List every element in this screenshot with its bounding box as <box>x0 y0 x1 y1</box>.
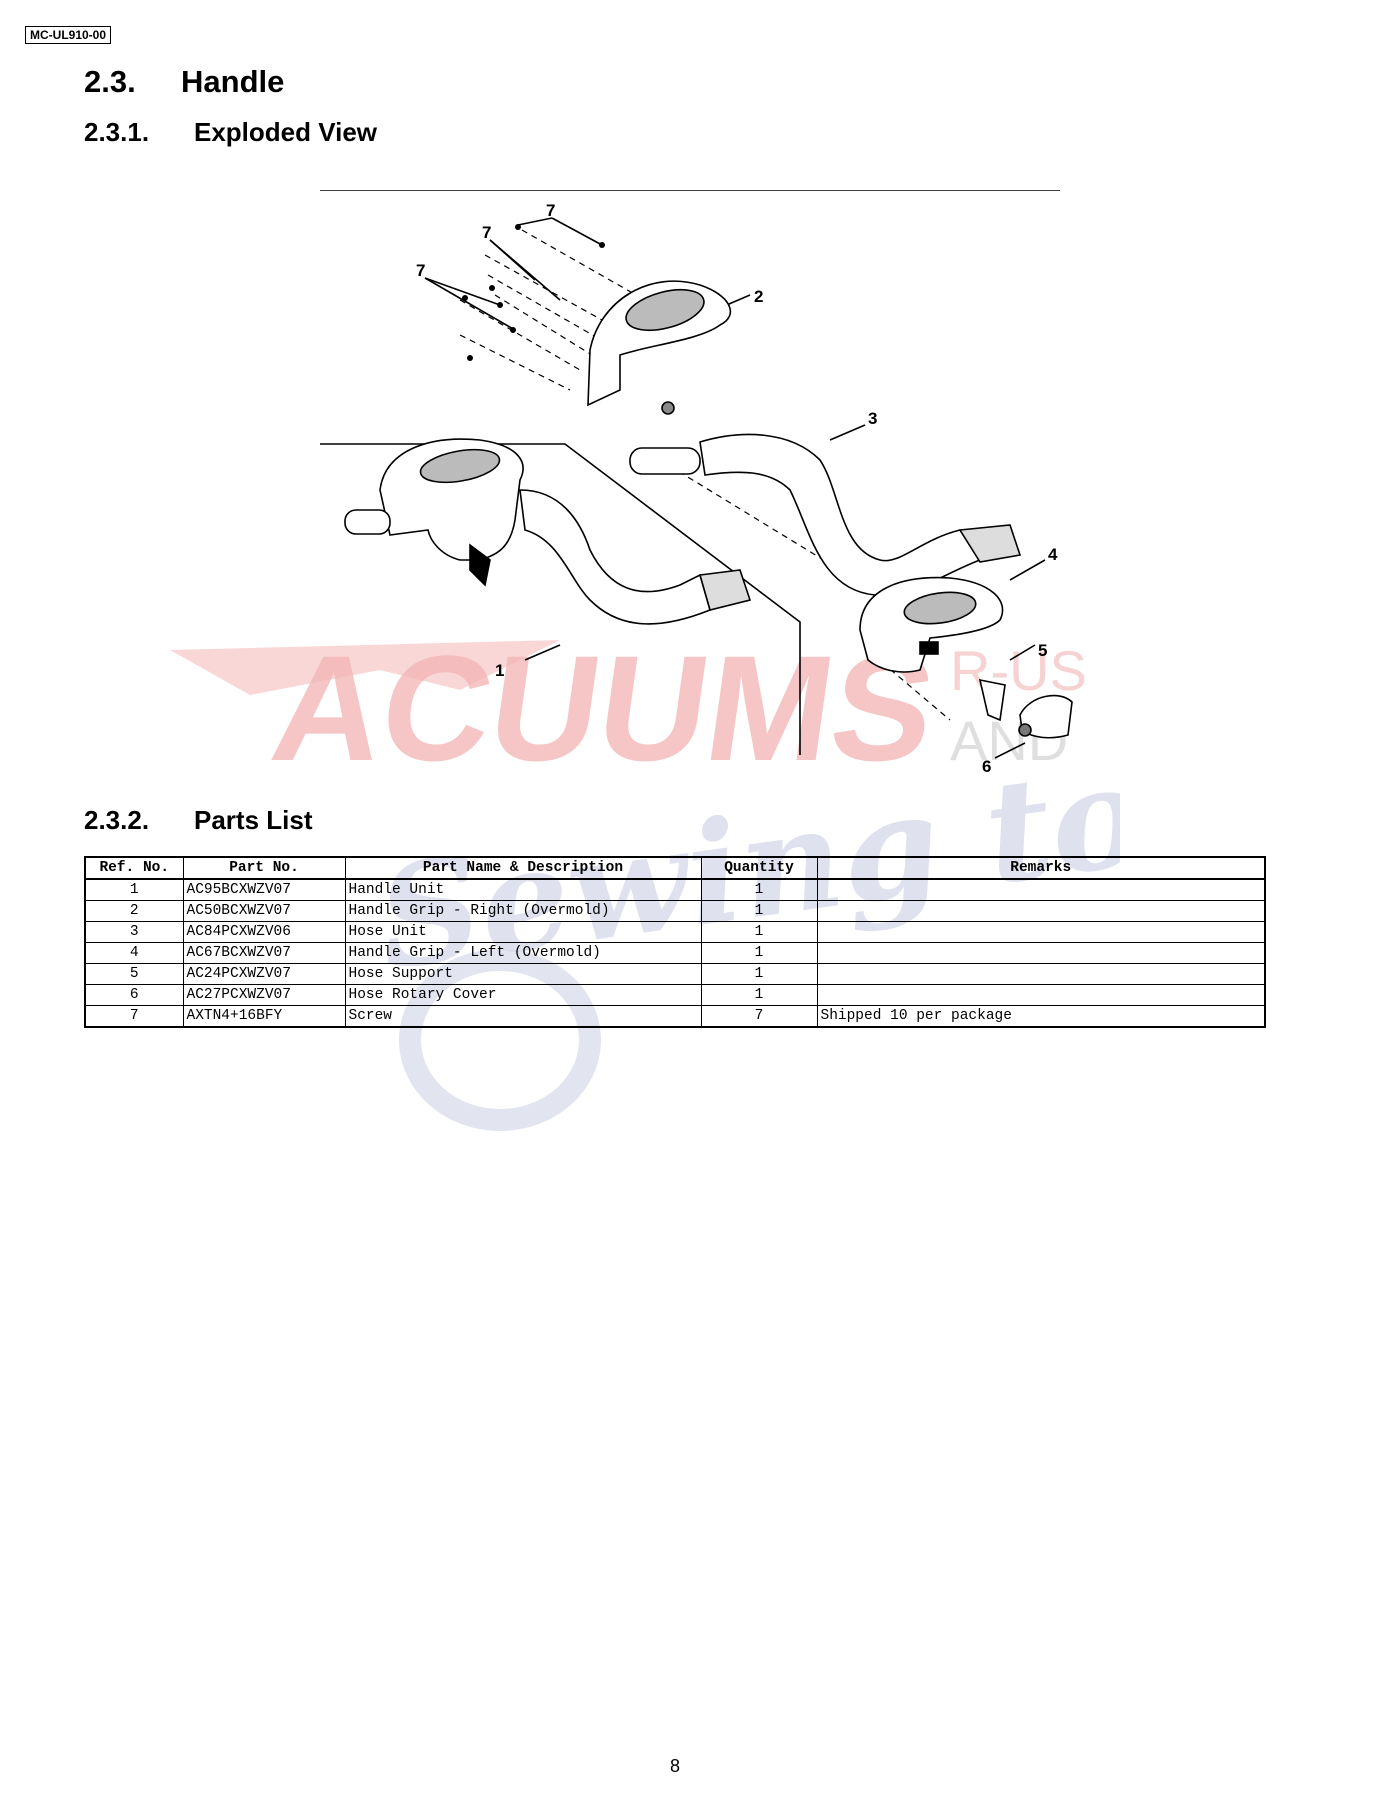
table-row: 5 AC24PCXWZV07 Hose Support 1 <box>84 963 1266 985</box>
cell-name: Hose Unit <box>344 921 702 943</box>
cell-name: Screw <box>344 1005 702 1028</box>
cell-ref: 5 <box>84 963 184 985</box>
table-row: 4 AC67BCXWZV07 Handle Grip - Left (Overm… <box>84 942 1266 964</box>
cell-ref: 4 <box>84 942 184 964</box>
label-handle-unit: 1 <box>495 661 504 680</box>
cell-remarks <box>816 984 1266 1006</box>
parts-list-title: Parts List <box>194 805 313 835</box>
table-row: 6 AC27PCXWZV07 Hose Rotary Cover 1 <box>84 984 1266 1006</box>
parts-table: Ref. No. Part No. Part Name & Descriptio… <box>84 856 1266 1028</box>
col-remarks: Remarks <box>816 856 1266 880</box>
label-rotary-cover: 6 <box>982 757 991 776</box>
section-heading: 2.3. Handle <box>84 64 284 100</box>
exploded-view-heading: 2.3.1. Exploded View <box>84 117 377 148</box>
cell-remarks <box>816 942 1266 964</box>
cell-ref: 3 <box>84 921 184 943</box>
cell-ref: 2 <box>84 900 184 922</box>
parts-list-number: 2.3.2. <box>84 805 150 835</box>
cell-qty: 1 <box>700 963 818 985</box>
cell-remarks <box>816 900 1266 922</box>
section-title: Handle <box>181 64 285 99</box>
exploded-view-title: Exploded View <box>194 117 378 147</box>
exploded-view-diagram: 7 7 7 2 3 4 5 6 1 <box>320 190 1073 776</box>
cell-part: AC50BCXWZV07 <box>182 900 346 922</box>
col-part-name: Part Name & Description <box>344 856 702 880</box>
cell-remarks: Shipped 10 per package <box>816 1005 1266 1028</box>
label-hose-support: 5 <box>1038 641 1047 660</box>
cell-qty: 1 <box>700 878 818 901</box>
cell-part: AC24PCXWZV07 <box>182 963 346 985</box>
cell-part: AC67BCXWZV07 <box>182 942 346 964</box>
table-header-row: Ref. No. Part No. Part Name & Descriptio… <box>84 856 1266 880</box>
table-row: 2 AC50BCXWZV07 Handle Grip - Right (Over… <box>84 900 1266 922</box>
cell-name: Handle Grip - Left (Overmold) <box>344 942 702 964</box>
cell-part: AC84PCXWZV06 <box>182 921 346 943</box>
section-number: 2.3. <box>84 64 136 99</box>
col-ref-no: Ref. No. <box>84 856 184 880</box>
cell-name: Handle Unit <box>344 878 702 901</box>
cell-part: AC27PCXWZV07 <box>182 984 346 1006</box>
col-quantity: Quantity <box>700 856 818 880</box>
table-row: 7 AXTN4+16BFY Screw 7 Shipped 10 per pac… <box>84 1005 1266 1028</box>
cell-remarks <box>816 963 1266 985</box>
cell-remarks <box>816 921 1266 943</box>
page-number: 8 <box>669 1756 680 1776</box>
label-screw-left: 7 <box>416 261 425 280</box>
cell-qty: 1 <box>700 942 818 964</box>
table-row: 3 AC84PCXWZV06 Hose Unit 1 <box>84 921 1266 943</box>
cell-ref: 7 <box>84 1005 184 1028</box>
label-screw-mid: 7 <box>482 223 491 242</box>
label-screw-top: 7 <box>546 201 555 220</box>
cell-qty: 1 <box>700 921 818 943</box>
col-part-no: Part No. <box>182 856 346 880</box>
parts-list-heading: 2.3.2. Parts List <box>84 805 313 836</box>
label-hose-unit: 3 <box>868 409 877 428</box>
cell-name: Hose Rotary Cover <box>344 984 702 1006</box>
cell-name: Handle Grip - Right (Overmold) <box>344 900 702 922</box>
label-grip-left: 4 <box>1048 545 1058 564</box>
table-row: 1 AC95BCXWZV07 Handle Unit 1 <box>84 878 1266 901</box>
cell-part: AC95BCXWZV07 <box>182 878 346 901</box>
watermark-word1: ACUUMS <box>263 625 945 792</box>
cell-qty: 1 <box>700 984 818 1006</box>
cell-ref: 6 <box>84 984 184 1006</box>
model-number-tag: MC-UL910-00 <box>25 26 112 44</box>
label-grip-right: 2 <box>754 287 763 306</box>
cell-ref: 1 <box>84 878 184 901</box>
cell-qty: 7 <box>700 1005 818 1028</box>
watermark-small-top: R-US <box>950 639 1087 702</box>
exploded-view-number: 2.3.1. <box>84 117 150 147</box>
cell-part: AXTN4+16BFY <box>182 1005 346 1028</box>
cell-remarks <box>816 878 1266 901</box>
cell-qty: 1 <box>700 900 818 922</box>
cell-name: Hose Support <box>344 963 702 985</box>
